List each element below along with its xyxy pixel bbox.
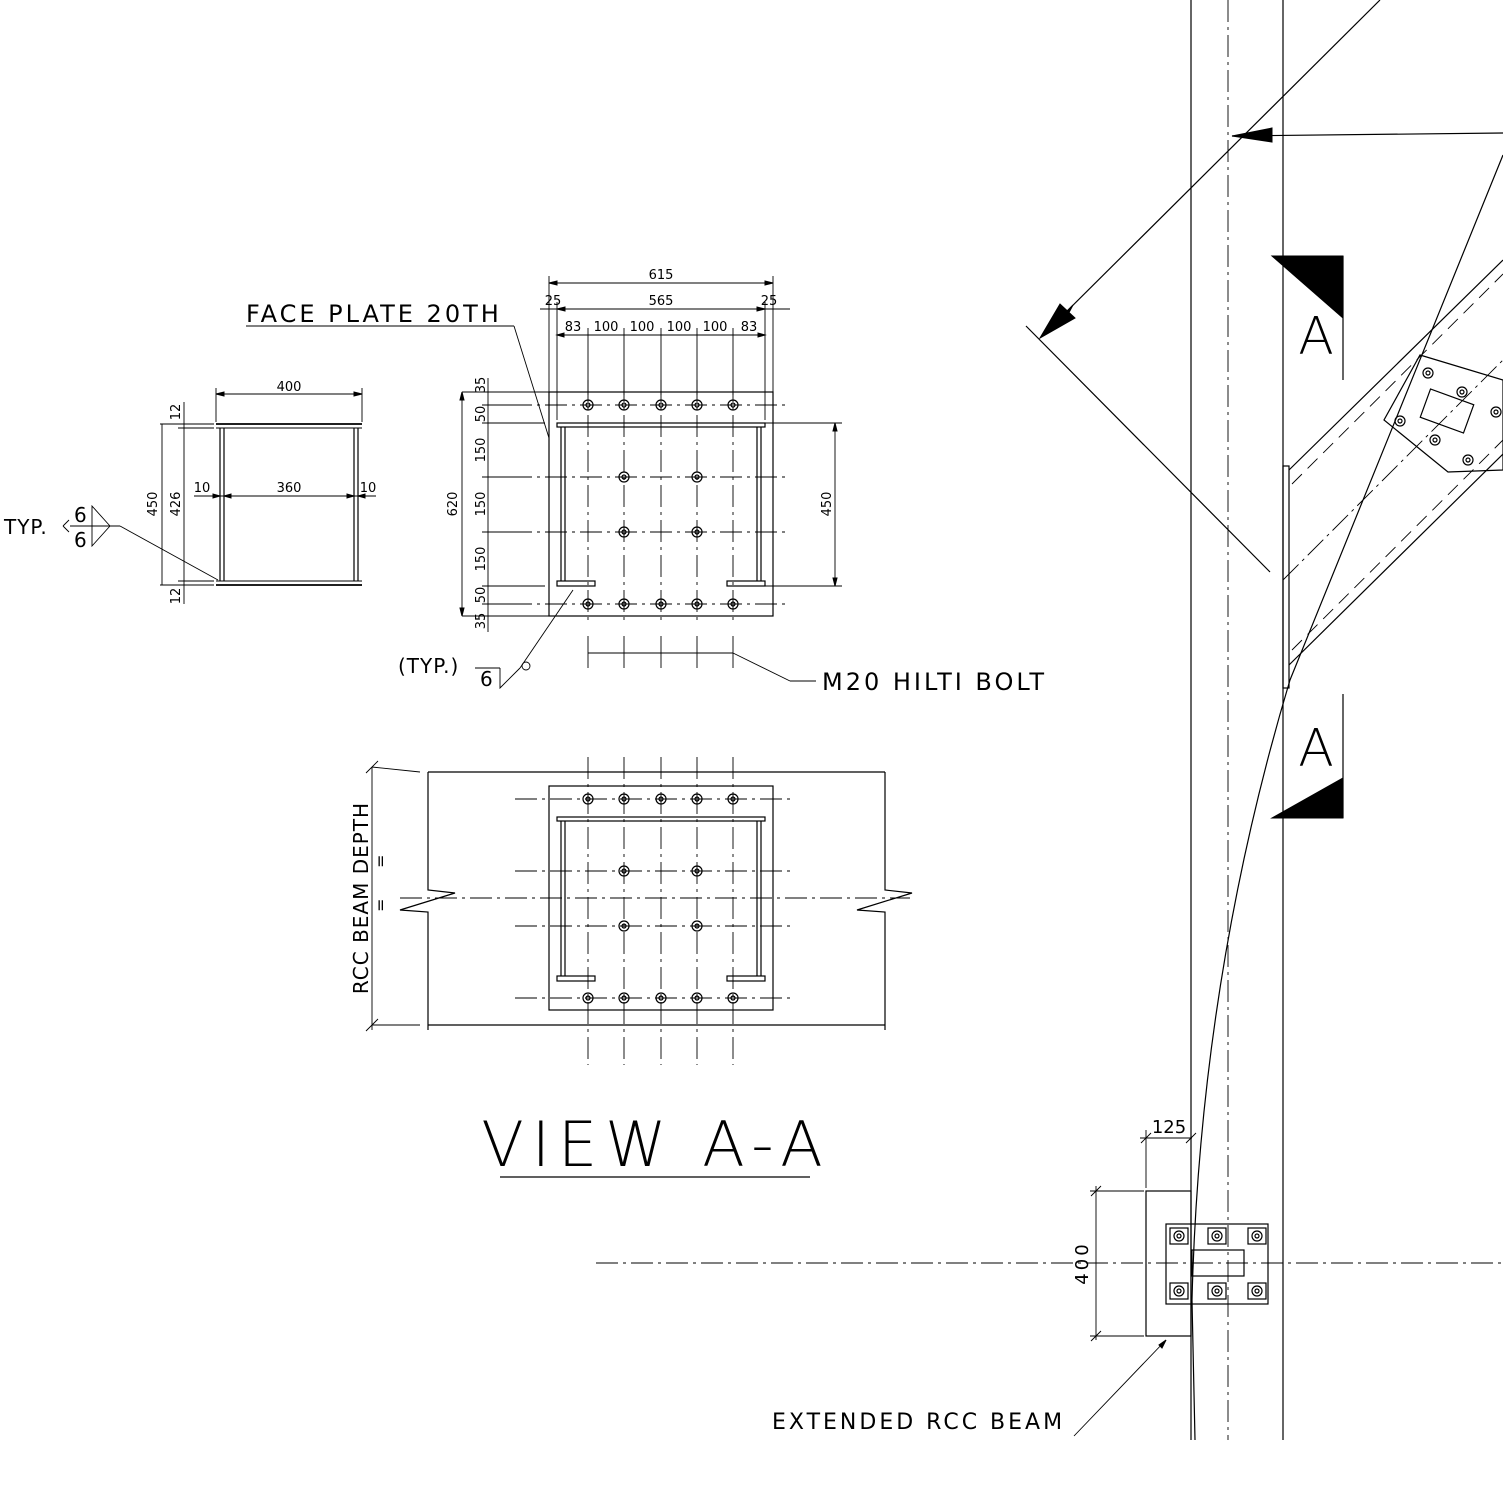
dim-row-2: 50 bbox=[474, 406, 489, 423]
typ-label-bottom: (TYP.) bbox=[398, 654, 459, 678]
dim-pitch-3: 100 bbox=[630, 320, 655, 335]
dim-pitch-4: 100 bbox=[667, 320, 692, 335]
dim-web-gap-left: 10 bbox=[194, 481, 211, 496]
section-mark-top: A bbox=[1298, 307, 1334, 367]
weld-size-left-bottom: 6 bbox=[74, 528, 87, 552]
dim-column-offset: 125 bbox=[1152, 1117, 1186, 1138]
weld-symbol-left bbox=[62, 504, 219, 581]
dim-web-depth: 426 bbox=[169, 492, 184, 517]
built-up-section bbox=[160, 388, 376, 604]
dim-flange-bottom: 12 bbox=[169, 588, 184, 605]
dim-edge-left: 25 bbox=[545, 294, 562, 309]
column-elevation bbox=[596, 0, 1503, 1441]
view-title: VIEW A-A bbox=[481, 1108, 830, 1181]
face-plate-label: FACE PLATE 20TH bbox=[246, 300, 502, 328]
dim-plate-height: 620 bbox=[446, 492, 461, 517]
dim-row-7: 35 bbox=[474, 613, 489, 630]
typ-label-left: TYP. bbox=[3, 515, 48, 539]
dim-plate-width: 615 bbox=[649, 268, 674, 283]
dim-pitch-5: 100 bbox=[703, 320, 728, 335]
dim-pitch-6: 83 bbox=[741, 320, 758, 335]
weld-size-left-top: 6 bbox=[74, 503, 87, 527]
dim-row-6: 50 bbox=[474, 587, 489, 604]
dim-row-1: 35 bbox=[474, 377, 489, 394]
dim-pitch-1: 83 bbox=[565, 320, 582, 335]
dim-overall-depth: 450 bbox=[146, 492, 161, 517]
dim-inner-width: 565 bbox=[649, 294, 674, 309]
hilti-bolt-label: M20 HILTI BOLT bbox=[822, 668, 1047, 696]
dim-row-4: 150 bbox=[474, 492, 489, 517]
extended-rcc-beam-label: EXTENDED RCC BEAM bbox=[772, 1410, 1065, 1435]
dim-edge-right: 25 bbox=[761, 294, 778, 309]
dim-flange-top: 12 bbox=[169, 404, 184, 421]
equal-mark-2: = bbox=[371, 899, 390, 912]
dim-web-gap-right: 10 bbox=[360, 481, 377, 496]
weld-size-bottom: 6 bbox=[480, 667, 493, 691]
dim-member-depth: 450 bbox=[820, 492, 835, 517]
section-mark-bottom: A bbox=[1298, 719, 1334, 779]
dim-beam-width: 400 bbox=[1072, 1241, 1093, 1284]
dim-section-width: 400 bbox=[277, 380, 302, 395]
rcc-beam-depth-label: RCC BEAM DEPTH bbox=[349, 802, 373, 994]
equal-mark-1: = bbox=[371, 855, 390, 868]
dim-web-clear: 360 bbox=[277, 481, 302, 496]
face-plate-elevation bbox=[246, 276, 842, 690]
dim-pitch-2: 100 bbox=[594, 320, 619, 335]
dim-row-3: 150 bbox=[474, 438, 489, 463]
dim-row-5: 150 bbox=[474, 547, 489, 572]
view-a-a bbox=[365, 757, 913, 1178]
